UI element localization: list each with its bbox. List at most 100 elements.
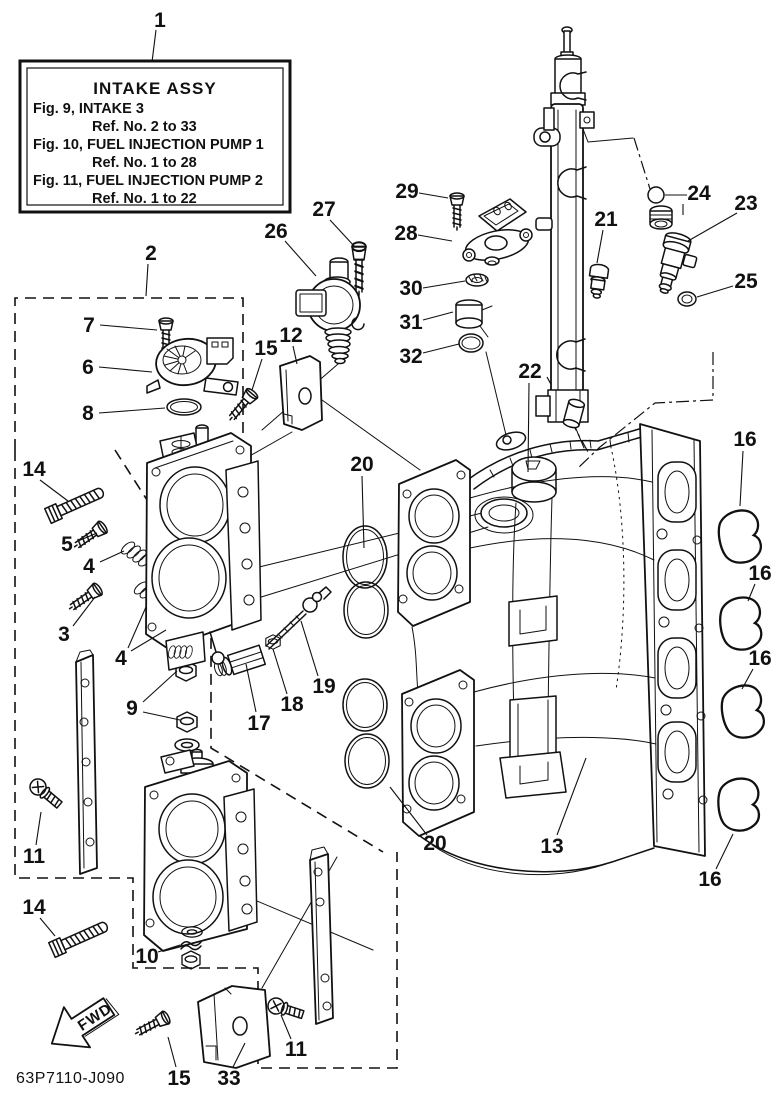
callout-18: 18 — [280, 693, 304, 716]
leader-line-11 — [280, 1014, 292, 1040]
leader-line-4 — [130, 629, 167, 652]
callout-10: 10 — [135, 945, 158, 968]
callout-12: 12 — [279, 324, 302, 347]
leader-line-28 — [417, 234, 453, 242]
callout-22: 22 — [518, 360, 541, 383]
leader-line-14 — [39, 917, 56, 937]
bolt-14b — [47, 917, 111, 959]
callout-24: 24 — [687, 182, 711, 205]
callout-23: 23 — [734, 192, 757, 215]
leader-line-30 — [422, 280, 466, 289]
callout-11: 11 — [285, 1038, 308, 1061]
callout-28: 28 — [394, 222, 418, 245]
leader-line-6 — [98, 366, 153, 373]
leader-line-19 — [300, 620, 319, 677]
injector-group — [588, 186, 698, 307]
tps-group — [146, 317, 239, 416]
leader-line-15 — [251, 358, 263, 391]
leader-line-16 — [739, 450, 744, 507]
screw-15b — [131, 1009, 173, 1041]
drawing-code: 63P7110-J090 — [16, 1070, 125, 1087]
callout-26: 26 — [264, 220, 287, 243]
leader-line-9 — [142, 711, 181, 721]
callout-30: 30 — [399, 277, 422, 300]
leader-line-25 — [696, 285, 734, 298]
callout-17: 17 — [247, 712, 270, 735]
callout-31: 31 — [399, 311, 423, 334]
bolt-21 — [588, 263, 610, 299]
throttle-mount-boss — [474, 431, 557, 534]
leader-line-10 — [157, 944, 181, 953]
leader-line-32 — [422, 343, 460, 354]
screw-11b — [265, 995, 306, 1024]
title-box-title: INTAKE ASSY — [93, 79, 216, 98]
title-box-line: Ref. No. 1 to 28 — [92, 155, 197, 171]
leader-line-20 — [389, 786, 428, 836]
leader-line-21 — [596, 229, 604, 264]
leader-line-3 — [72, 596, 96, 627]
callout-4: 4 — [115, 647, 127, 670]
leader-line-23 — [687, 212, 738, 242]
title-box-line: Fig. 11, FUEL INJECTION PUMP 2 — [33, 173, 263, 189]
callout-16: 16 — [748, 647, 771, 670]
screw-29 — [449, 192, 465, 231]
title-box-line: Fig. 9, INTAKE 3 — [33, 101, 144, 117]
callout-1: 1 — [154, 9, 166, 32]
leader-line-5 — [77, 532, 98, 542]
leader-line-15 — [167, 1036, 177, 1068]
leader-line-7 — [99, 324, 158, 331]
callout-32: 32 — [399, 345, 422, 368]
leader-line-26 — [284, 240, 317, 277]
dashed-group-outlines — [14, 137, 714, 1069]
tb2-bore-2 — [152, 859, 224, 935]
callout-15: 15 — [254, 337, 278, 360]
callout-7: 7 — [83, 314, 95, 337]
intake-manifold — [397, 423, 708, 876]
callout-16: 16 — [748, 562, 771, 585]
leader-line-18 — [272, 648, 288, 695]
iac-connector — [295, 289, 327, 317]
leader-line-22 — [527, 382, 530, 473]
leader-line-16 — [747, 583, 756, 602]
leader-line-20 — [361, 475, 365, 549]
leader-line-8 — [98, 407, 166, 414]
callout-20: 20 — [350, 453, 373, 476]
clamp-plate-33 — [131, 985, 271, 1069]
leader-line-13 — [556, 757, 587, 836]
valve-31 — [455, 299, 493, 338]
tps-fan — [163, 345, 196, 375]
nut-18 — [265, 634, 281, 650]
o-ring-32 — [458, 333, 484, 353]
callout-25: 25 — [734, 270, 758, 293]
washer-nut-10 — [180, 926, 203, 970]
o-ring-8 — [166, 398, 202, 416]
leader-line-16 — [741, 668, 754, 690]
callout-5: 5 — [61, 533, 73, 556]
leader-line-12 — [292, 345, 298, 365]
throttle-body-2 — [143, 748, 258, 952]
bushing-25 — [677, 291, 697, 307]
tb1-side-plate — [225, 460, 262, 631]
callout-4: 4 — [83, 555, 95, 578]
callout-15: 15 — [167, 1067, 191, 1090]
callout-29: 29 — [395, 180, 418, 203]
tb1-bore-2 — [151, 537, 227, 619]
leader-line-16 — [715, 833, 734, 870]
o-ring-24a — [647, 186, 665, 204]
leader-line-27 — [329, 219, 356, 248]
callout-2: 2 — [145, 242, 157, 265]
title-box-line: Ref. No. 2 to 33 — [92, 119, 197, 135]
leader-line-1 — [151, 29, 157, 63]
title-box: INTAKE ASSY Fig. 9, INTAKE 3 Ref. No. 2 … — [18, 59, 292, 214]
throttle-link-group — [213, 586, 332, 677]
callout-11: 11 — [23, 845, 46, 868]
leader-line-4 — [127, 606, 147, 649]
screw-11a — [25, 774, 66, 812]
washer-30 — [465, 273, 489, 287]
leader-line-4 — [99, 550, 125, 563]
callout-3: 3 — [58, 623, 70, 646]
iac-valve-group — [295, 241, 368, 365]
mount-bar — [265, 846, 334, 1025]
